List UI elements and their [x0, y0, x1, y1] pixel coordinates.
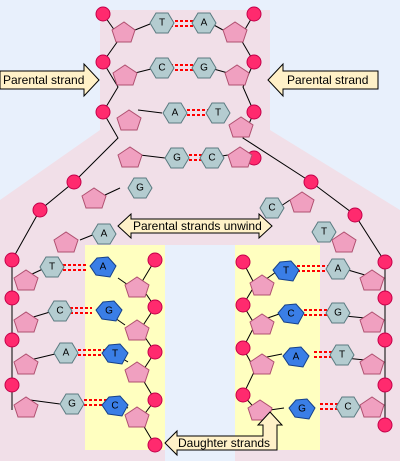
- arrow-left-icon: [267, 62, 379, 98]
- base-letter: G: [298, 404, 306, 415]
- label-text: Parental strands unwind: [133, 219, 262, 233]
- arrow-right-icon: [0, 62, 100, 98]
- base-letter: G: [136, 183, 144, 194]
- base-letter: A: [335, 264, 342, 275]
- label-parental-strand-right: Parental strand: [267, 62, 379, 98]
- label-daughter-strands: Daughter strands: [164, 411, 284, 457]
- base-letter: C: [158, 63, 165, 74]
- base-letter: G: [173, 153, 181, 164]
- double-arrow-icon: [117, 212, 273, 240]
- base-letter: C: [344, 402, 351, 413]
- base-letter: G: [200, 63, 208, 74]
- base-letter: C: [208, 153, 215, 164]
- base-letter: A: [100, 262, 107, 273]
- base-letter: T: [215, 108, 221, 119]
- hydrogen-bonds: [63, 20, 345, 410]
- base-letter: T: [49, 262, 55, 273]
- sugar-groups: [13, 21, 385, 428]
- label-parental-strand-left: Parental strand: [0, 62, 100, 98]
- base-letter: T: [283, 266, 289, 277]
- phosphate-groups: [4, 6, 393, 453]
- base-letter: T: [339, 350, 345, 361]
- base-letter: A: [63, 348, 70, 359]
- base-letter: C: [268, 203, 275, 214]
- base-letter: A: [201, 18, 208, 29]
- base-letter: G: [105, 306, 113, 317]
- base-letter: T: [321, 227, 327, 238]
- base-letters: T A C G A T G C G A C T T A C G A T G C …: [49, 18, 352, 415]
- base-letter: G: [334, 308, 342, 319]
- new-bases: [89, 256, 316, 420]
- label-strands-unwind: Parental strands unwind: [117, 212, 273, 240]
- base-letter: G: [68, 399, 76, 410]
- base-letter: A: [101, 229, 108, 240]
- label-text: Parental strand: [3, 73, 84, 87]
- daughter-arrow-icon: [164, 411, 284, 457]
- base-letter: C: [111, 401, 118, 412]
- base-letter: T: [112, 349, 118, 360]
- fork-gap: [165, 245, 235, 461]
- base-letter: C: [287, 309, 294, 320]
- label-text: Daughter strands: [178, 436, 270, 450]
- base-letter: T: [159, 18, 165, 29]
- parental-bases: [39, 12, 361, 418]
- base-letter: A: [172, 108, 179, 119]
- label-text: Parental strand: [287, 73, 368, 87]
- base-letter: A: [293, 352, 300, 363]
- base-letter: C: [56, 306, 63, 317]
